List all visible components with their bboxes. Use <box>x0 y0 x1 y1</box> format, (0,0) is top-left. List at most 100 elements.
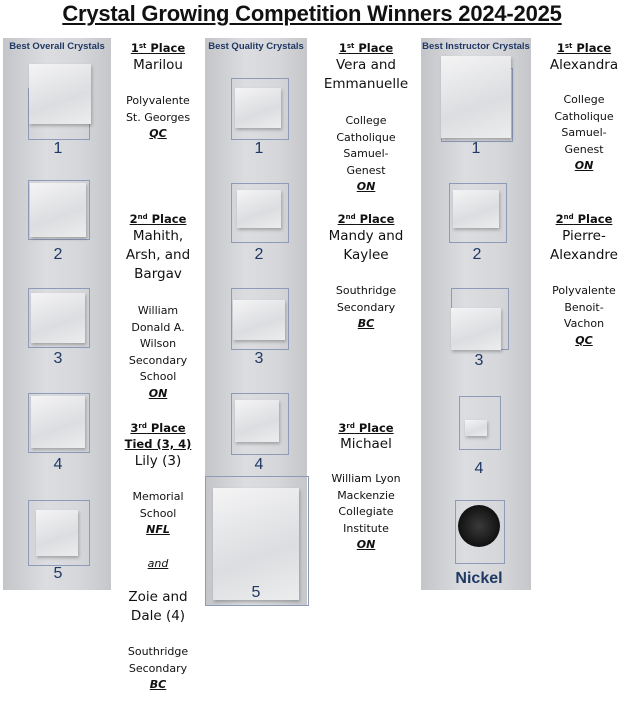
crystal-label: 3 <box>254 350 264 367</box>
crystal-frame <box>449 183 507 243</box>
crystal-image <box>441 56 511 138</box>
winner-name: Michael <box>340 436 392 452</box>
winner-name: Arsh, and <box>125 247 191 263</box>
school-name: Southridge <box>127 645 189 658</box>
school-name: Catholique <box>336 130 396 144</box>
crystal-image <box>237 190 281 228</box>
winner-name: Mahith, <box>132 228 184 244</box>
place-word: Place <box>147 212 187 226</box>
crystal-image <box>213 488 299 600</box>
place-word: Place <box>355 212 395 226</box>
place-sup: rd <box>346 422 355 430</box>
crystal-label: 1 <box>53 140 63 157</box>
panel-header: Best Quality Crystals <box>208 41 304 52</box>
place-sup: nd <box>345 213 356 221</box>
province: QC <box>149 127 167 140</box>
province: ON <box>356 538 376 551</box>
place-word: Place <box>573 212 613 226</box>
winner-name: Alexandra <box>549 57 619 73</box>
winner-name: Vera and <box>335 57 396 73</box>
crystal-frame <box>28 288 90 348</box>
nickel-coin-image <box>458 505 500 547</box>
crystal-label: 2 <box>254 246 264 263</box>
crystal-label: 4 <box>474 460 484 477</box>
place-num: 3 <box>338 421 347 435</box>
crystal-frame <box>205 476 309 606</box>
crystal-label: 4 <box>53 456 63 473</box>
crystal-frame <box>231 393 289 455</box>
crystal-label: 1 <box>471 140 481 157</box>
school-name: St. Georges <box>125 110 191 124</box>
place-heading: 2nd Place <box>529 212 624 226</box>
crystal-frame <box>28 180 90 240</box>
crystal-frame <box>459 396 501 450</box>
province: NFL <box>146 523 170 536</box>
place-num: 3 <box>130 421 139 435</box>
province: BC <box>357 317 375 330</box>
crystal-label: 1 <box>254 140 264 157</box>
place-num: 2 <box>337 212 346 226</box>
school-name: Mackenzie <box>337 488 395 502</box>
crystal-image <box>453 190 499 228</box>
school-name: Secondary <box>128 353 188 367</box>
school-name: Wilson <box>139 337 177 350</box>
province: BC <box>149 678 167 691</box>
place-heading: 1st Place <box>529 41 624 55</box>
school-name: Genest <box>564 142 604 156</box>
crystal-frame <box>455 500 505 564</box>
place-sup: rd <box>138 422 147 430</box>
school-name: Benoit- <box>564 300 604 314</box>
school-name: College <box>345 114 387 127</box>
winner-name: Marilou <box>133 57 183 73</box>
school-name: Genest <box>346 163 386 177</box>
winner-name: Emmanuelle <box>323 76 409 92</box>
school-name: Vachon <box>563 317 605 330</box>
place-num: 1 <box>338 41 347 55</box>
school-name: William <box>137 304 179 317</box>
crystal-frame <box>231 288 289 350</box>
crystal-image <box>36 510 78 556</box>
school-name: Southridge <box>335 284 397 297</box>
panel-header: Best Instructor Crystals <box>422 41 530 52</box>
school-name: Secondary <box>336 300 396 314</box>
school-name: Institute <box>343 521 389 535</box>
page-title: Crystal Growing Competition Winners 2024… <box>62 1 562 26</box>
place-num: 2 <box>129 212 138 226</box>
crystal-image <box>31 293 85 343</box>
crystal-frame <box>231 183 289 243</box>
province: ON <box>574 159 594 172</box>
school-name: College <box>563 93 605 106</box>
school-name: Catholique <box>554 109 614 123</box>
school-name: Polyvalente <box>126 94 190 107</box>
place-heading: 3rd Place <box>103 421 213 435</box>
place-heading: 2nd Place <box>311 212 421 226</box>
place-heading: 1st Place <box>311 41 421 55</box>
school-name: Donald A. <box>131 320 185 334</box>
place-word: Place <box>354 41 394 55</box>
place-sup: st <box>346 42 355 50</box>
place-word: Place <box>146 421 186 435</box>
winner-name: Alexandre <box>549 247 618 263</box>
tied-label: Tied (3, 4) <box>124 437 192 451</box>
crystal-label: 4 <box>254 456 264 473</box>
winner-name: Mandy and <box>328 228 404 244</box>
winner-name: Dale (4) <box>130 608 186 624</box>
school-name: School <box>139 370 177 383</box>
place-num: 1 <box>130 41 139 55</box>
crystal-label: 2 <box>53 246 63 263</box>
winner-name: Kaylee <box>343 247 389 263</box>
school-name: Samuel- <box>343 147 389 160</box>
crystal-image <box>465 420 487 436</box>
school-name: Polyvalente <box>552 284 616 297</box>
place-heading: 1st Place <box>103 41 213 55</box>
province: ON <box>148 386 168 400</box>
crystal-frame <box>231 78 289 140</box>
crystal-image <box>30 183 86 237</box>
place-heading: 2nd Place <box>103 212 213 226</box>
school-name: Secondary <box>128 661 188 675</box>
province: QC <box>575 333 593 347</box>
crystal-label: 2 <box>472 246 482 263</box>
